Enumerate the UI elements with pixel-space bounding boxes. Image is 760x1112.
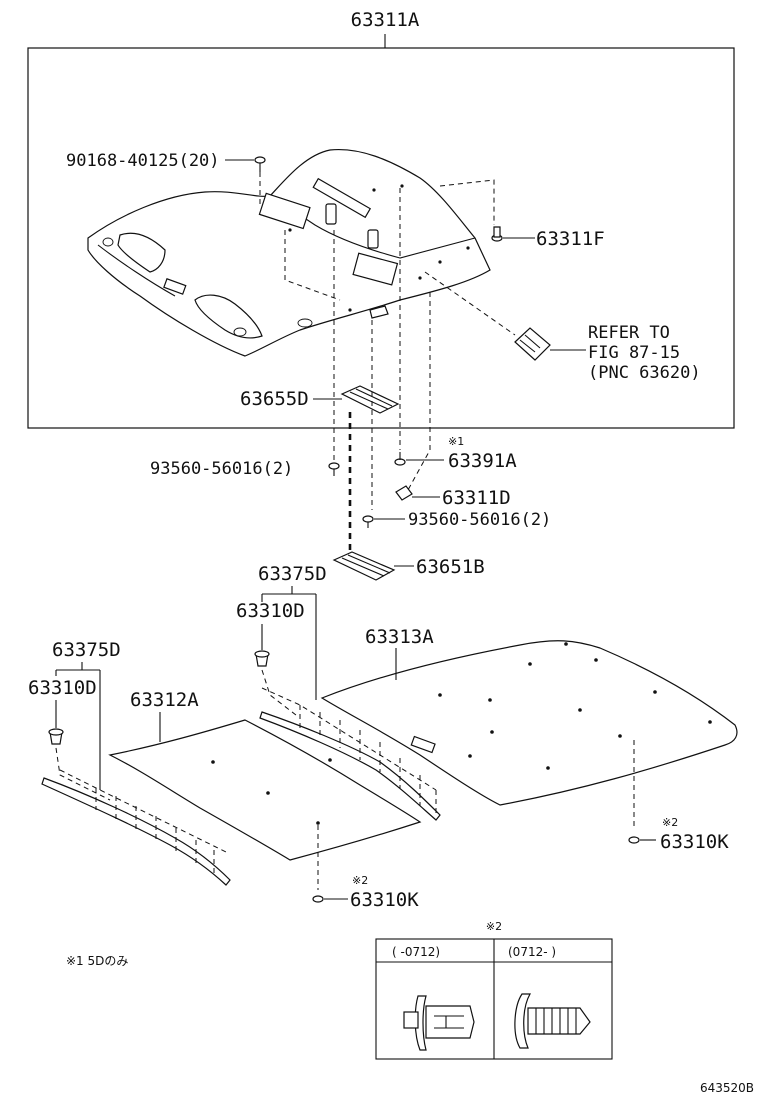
panel-right [320, 640, 738, 806]
label-clip-d: 63311D [442, 487, 511, 509]
screw-top-icon [254, 156, 266, 172]
label-main-assembly: 63311A [351, 9, 420, 31]
figure-code: 643520B [700, 1081, 754, 1095]
retainer-strip-left [41, 777, 231, 886]
note-text: ※1 5Dのみ [66, 954, 128, 968]
label-retainer-right: 63375D [258, 563, 327, 585]
panel-left [108, 719, 422, 861]
clip-old-icon [403, 995, 475, 1051]
table-col1-header: ( -0712) [392, 945, 440, 959]
label-clip-k-right: 63310K [660, 831, 729, 853]
clip-new-icon [514, 993, 591, 1049]
label-clip-a: 63391A [448, 450, 517, 472]
table-title: ※2 [486, 920, 502, 933]
pad-d-icon [340, 385, 400, 414]
clip-d-icon [395, 485, 413, 501]
assembly-frame [27, 47, 735, 429]
clip-k-right-icon [628, 836, 640, 844]
label-refer-2: FIG 87-15 [588, 343, 680, 363]
label-mark2-bottom: ※2 [352, 874, 368, 887]
dome-lamp-icon [514, 327, 551, 361]
label-clip-left: 63310D [28, 677, 97, 699]
label-panel-left: 63312A [130, 689, 199, 711]
clip-a-icon [394, 452, 406, 466]
label-mark1: ※1 [448, 435, 464, 448]
clip-k-bottom-icon [312, 895, 324, 903]
label-screw-left: 93560-56016(2) [150, 459, 293, 479]
label-clip-k-bottom: 63310K [350, 889, 419, 911]
label-screw-right: 93560-56016(2) [408, 510, 551, 530]
pad-b-icon [332, 551, 396, 581]
label-refer-1: REFER TO [588, 323, 670, 343]
label-clip-f: 63311F [536, 228, 605, 250]
screw-right-icon [362, 515, 374, 528]
screw-left-icon [328, 462, 340, 476]
label-pad-d: 63655D [240, 388, 309, 410]
clip-right-icon [254, 650, 270, 667]
label-mark2-right: ※2 [662, 816, 678, 829]
label-screw-top: 90168-40125(20) [66, 151, 220, 171]
panel-right-holes [438, 642, 712, 770]
clip-f-icon [491, 226, 503, 242]
label-pad-b: 63651B [416, 556, 485, 578]
label-refer-3: (PNC 63620) [588, 363, 701, 383]
label-clip-right: 63310D [236, 600, 305, 622]
clip-left-icon [48, 728, 64, 745]
table-col2-header: (0712- ) [508, 945, 556, 959]
panel-left-holes [211, 758, 332, 825]
retainer-strip-right [259, 711, 441, 821]
label-retainer-left: 63375D [52, 639, 121, 661]
label-panel-right: 63313A [365, 626, 434, 648]
headliner-assembly [87, 148, 491, 357]
